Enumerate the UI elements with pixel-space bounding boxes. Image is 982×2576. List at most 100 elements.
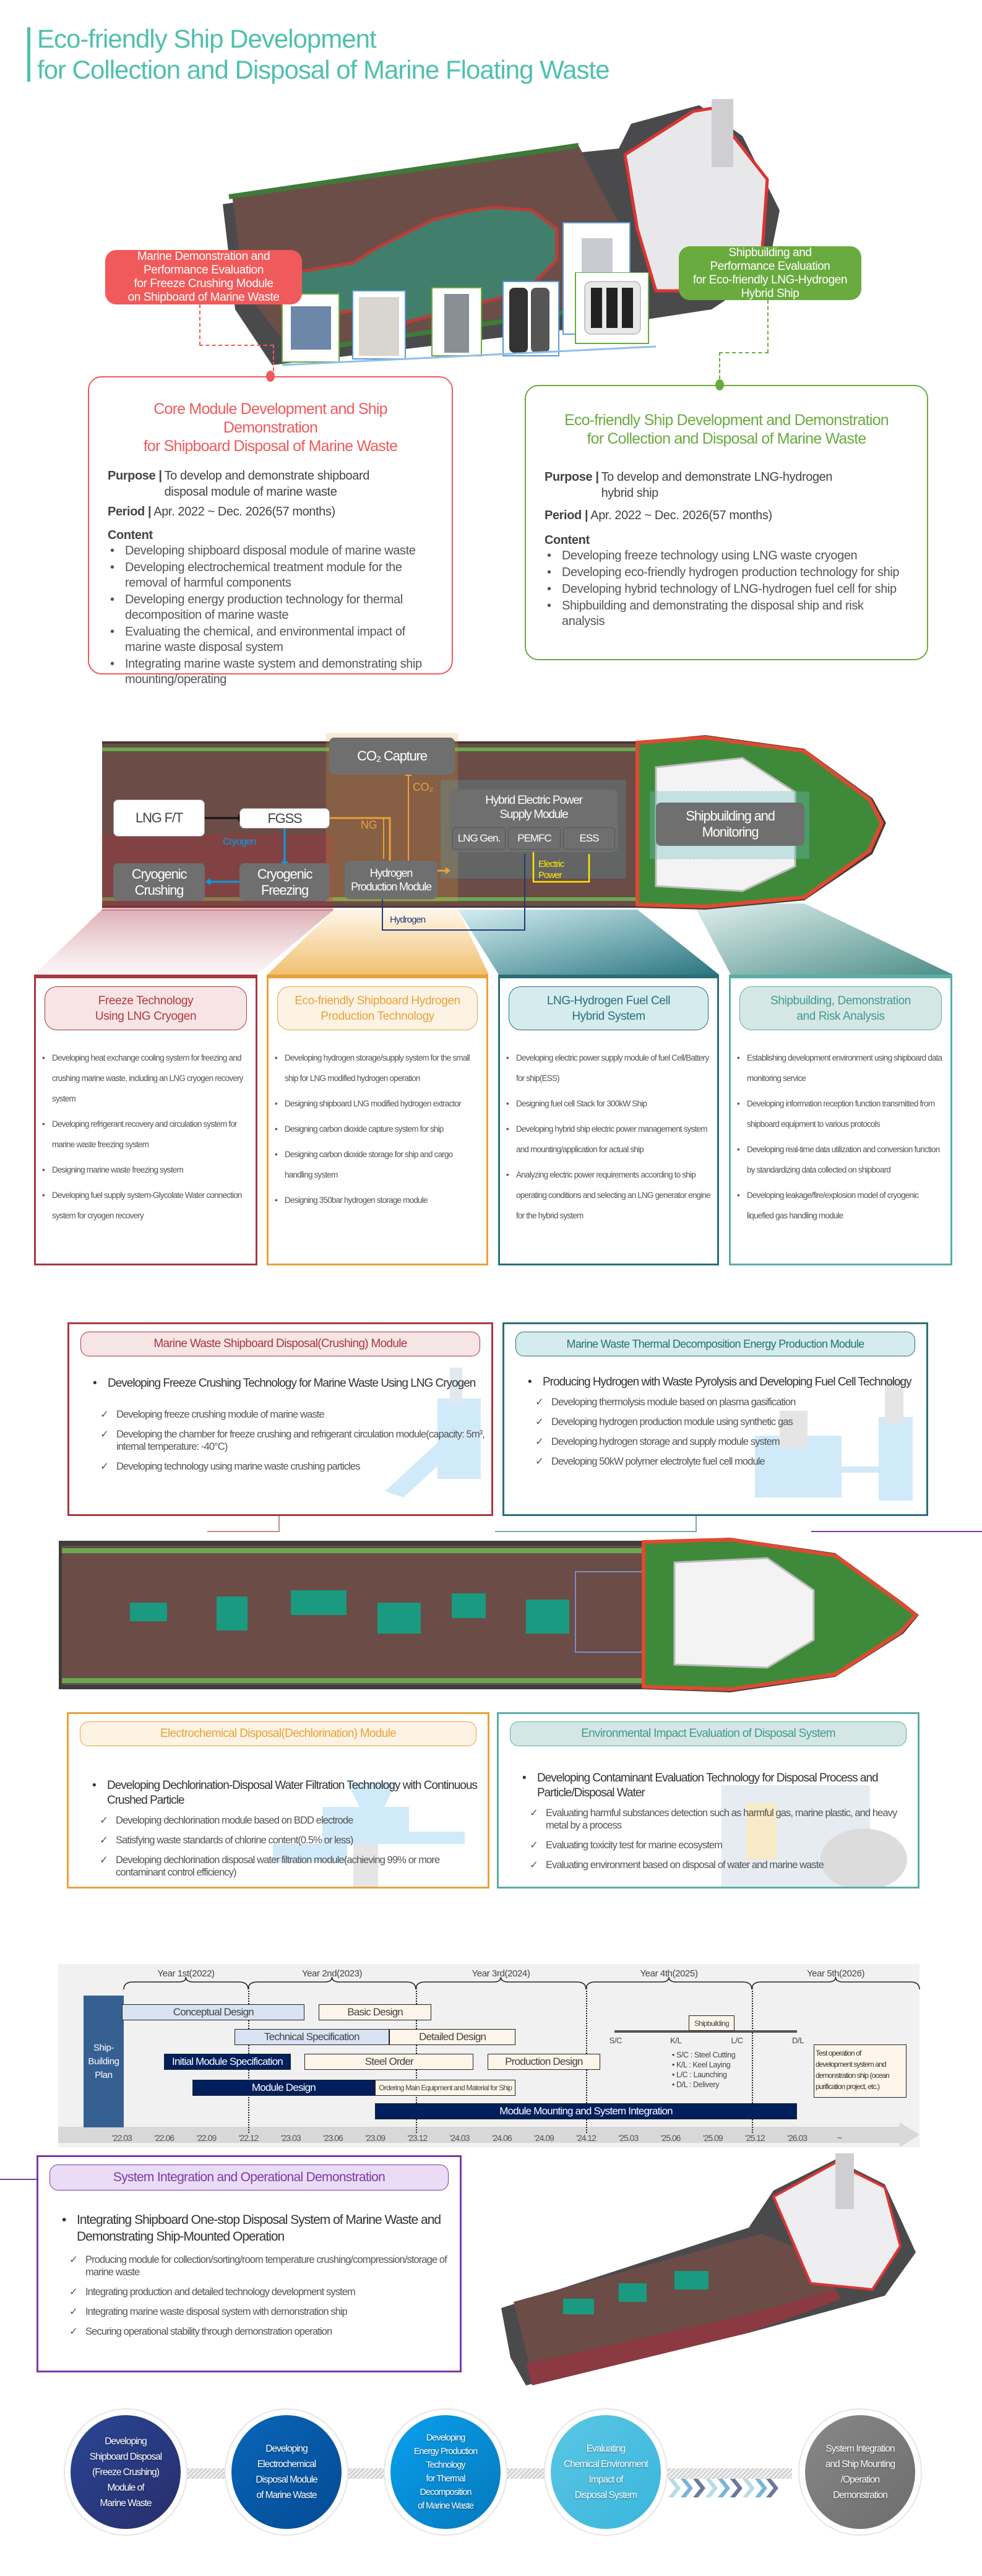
process-step-freeze-crushing: Developing Shipboard Disposal (Freeze Cr…: [64, 2408, 187, 2536]
shipbuilding-plan-label: Ship- Building Plan: [84, 1996, 124, 2127]
content-label: Content: [108, 528, 153, 542]
module-title: Electrochemical Disposal(Dechlorination)…: [80, 1721, 476, 1746]
tech-item-list: Establishing development environment usi…: [736, 1048, 944, 1226]
module-title: Marine Waste Shipboard Disposal(Crushing…: [80, 1332, 480, 1356]
milestone-label: L/C: [731, 2036, 743, 2045]
tech-item: Developing hybrid ship electric power ma…: [505, 1119, 711, 1160]
year-braces: [123, 1977, 920, 1990]
module-check-item: Developing technology using marine waste…: [99, 1460, 485, 1473]
year-label: Year 4th(2025): [640, 1968, 698, 1979]
tech-box-hydrogen: Eco-friendly Shipboard Hydrogen Producti…: [267, 975, 488, 1265]
legend-item: • S/C : Steel Cutting: [672, 2051, 736, 2059]
year-brace: [123, 1977, 249, 1990]
connector-line: [719, 352, 769, 353]
period-text: Apr. 2022 ~ Dec. 2026(57 months): [153, 505, 335, 519]
tech-item-list: Developing hydrogen storage/supply syste…: [273, 1048, 480, 1210]
module-check-item: Developing thermolysis module based on p…: [534, 1396, 920, 1408]
content-item: Evaluating the chemical, and environment…: [108, 624, 433, 655]
timeline-tick-label: '23.03: [280, 2133, 301, 2143]
module-check-item: Developing 50kW polymer electrolyte fuel…: [534, 1455, 920, 1468]
tech-item: Developing leakage/fire/explosion model …: [736, 1185, 944, 1226]
year-brace: [585, 1977, 752, 1990]
component-thumbnails: [282, 272, 657, 366]
tech-item: Developing refrigerant recovery and circ…: [41, 1114, 249, 1155]
connector-line: [278, 1516, 280, 1531]
connector-line: [199, 304, 200, 345]
year-brace: [751, 1977, 920, 1990]
hybrid-ship-demo-label: Shipbuilding and Performance Evaluation …: [679, 246, 861, 300]
tech-box-title: Eco-friendly Shipboard Hydrogen Producti…: [277, 986, 478, 1030]
module-title: Marine Waste Thermal Decomposition Energ…: [515, 1332, 915, 1356]
connector-line: [207, 1531, 280, 1532]
content-item: Developing electrochemical treatment mod…: [108, 560, 433, 591]
timeline-tick-label: '25.09: [702, 2133, 723, 2143]
fgss-module: FGSS: [239, 808, 330, 829]
title-accent-bar: [27, 27, 30, 82]
timeline-tick-label: '26.03: [787, 2133, 808, 2143]
flow-label-hydrogen: Hydrogen: [390, 915, 426, 925]
module-check-item: Developing the chamber for freeze crushi…: [99, 1428, 485, 1453]
content-item: Shipbuilding and demonstrating the dispo…: [545, 598, 908, 629]
module-box-thermal: Marine Waste Thermal Decomposition Energ…: [502, 1322, 928, 1516]
tech-item: Developing electric power supply module …: [505, 1048, 711, 1088]
schedule-bar: Module Mounting and System Integration: [375, 2103, 798, 2119]
tech-item: Developing fuel supply system-Glycolate …: [41, 1185, 249, 1226]
content-item-list: Developing freeze technology using LNG w…: [545, 548, 908, 629]
year-brace: [415, 1977, 587, 1990]
content-item: Developing freeze technology using LNG w…: [545, 548, 908, 564]
arrow-hydrogen: [382, 854, 525, 931]
tech-box-fuel-cell: LNG-Hydrogen Fuel Cell Hybrid System Dev…: [498, 975, 719, 1265]
legend-item: • K/L : Keel Laying: [672, 2061, 731, 2069]
timeline-tick-label: ~: [837, 2133, 842, 2143]
timeline-tick-label: '22.12: [238, 2133, 259, 2143]
tech-item: Establishing development environment usi…: [736, 1048, 944, 1088]
year-label: Year 5th(2026): [806, 1968, 865, 1979]
module-box-crushing: Marine Waste Shipboard Disposal(Crushing…: [67, 1322, 493, 1516]
content-item-list: Developing shipboard disposal module of …: [108, 543, 433, 687]
content-item: Developing energy production technology …: [108, 592, 433, 623]
module-check-item-list: Developing thermolysis module based on p…: [534, 1396, 920, 1468]
milestone-legend: • S/C : Steel Cutting • K/L : Keel Layin…: [672, 2050, 736, 2090]
tech-item-list: Developing electric power supply module …: [505, 1048, 711, 1226]
fan-shipbuilding: [693, 903, 953, 975]
module-check-item: Developing dechlorination disposal water…: [98, 1854, 481, 1879]
module-main-point: Producing Hydrogen with Waste Pyrolysis …: [517, 1375, 918, 1390]
schedule-bar: Module Design: [192, 2080, 376, 2096]
purpose-label: Purpose |: [545, 470, 599, 484]
module-check-item: Developing hydrogen storage and supply m…: [534, 1436, 920, 1448]
step-label: Developing Shipboard Disposal (Freeze Cr…: [71, 2415, 181, 2529]
connector-dot: [266, 371, 275, 382]
flow-label-cryogen: Cryogen: [223, 837, 256, 847]
timeline-axis-arrow: [58, 2122, 920, 2147]
schedule-bar: Steel Order: [304, 2054, 474, 2070]
connector-line: [811, 1531, 982, 1532]
tech-box-title: Freeze Technology Using LNG Cryogen: [45, 986, 247, 1030]
schedule-bar: Conceptual Design: [122, 2004, 305, 2020]
integration-main-point: Integrating Shipboard One-stop Disposal …: [51, 2212, 451, 2245]
connector-line: [767, 300, 769, 353]
tech-item: Designing shipboard LNG modified hydroge…: [273, 1093, 480, 1114]
pemfc-submodule: PEMFC: [508, 827, 561, 850]
content-item: Developing shipboard disposal module of …: [108, 543, 433, 559]
module-main-point: Developing Freeze Crushing Technology fo…: [82, 1376, 483, 1391]
core-box-title: Core Module Development and Ship Demonst…: [143, 400, 398, 455]
hydrogen-production-module: Hydrogen Production Module: [345, 861, 437, 899]
shipbuilding-timeline-line: [614, 2030, 798, 2033]
timeline-tick-label: '22.09: [196, 2133, 217, 2143]
ess-submodule: ESS: [563, 827, 615, 850]
content-label: Content: [545, 533, 590, 547]
integration-check-item: Securing operational stability through d…: [68, 2325, 454, 2338]
tech-box-freeze: Freeze Technology Using LNG Cryogen Deve…: [34, 975, 257, 1265]
connector-line: [495, 1531, 697, 1532]
timeline-tick-label: '24.03: [449, 2133, 470, 2143]
timeline-tick-label: '23.12: [407, 2133, 428, 2143]
tech-item: Designing carbon dioxide storage for shi…: [273, 1144, 480, 1185]
step-label: Developing Electrochemical Disposal Modu…: [231, 2415, 342, 2529]
tech-item: Developing information reception functio…: [736, 1093, 944, 1134]
connector-dot: [715, 379, 724, 390]
tech-item: Designing marine waste freezing system: [41, 1160, 249, 1180]
module-check-item: Evaluating environment based on disposal…: [528, 1859, 911, 1871]
page-title: Eco-friendly Ship Development for Collec…: [37, 24, 610, 84]
module-main-point: Developing Contaminant Evaluation Techno…: [511, 1771, 909, 1801]
eco-ship-project-box: Eco-friendly Ship Development and Demons…: [525, 385, 928, 660]
